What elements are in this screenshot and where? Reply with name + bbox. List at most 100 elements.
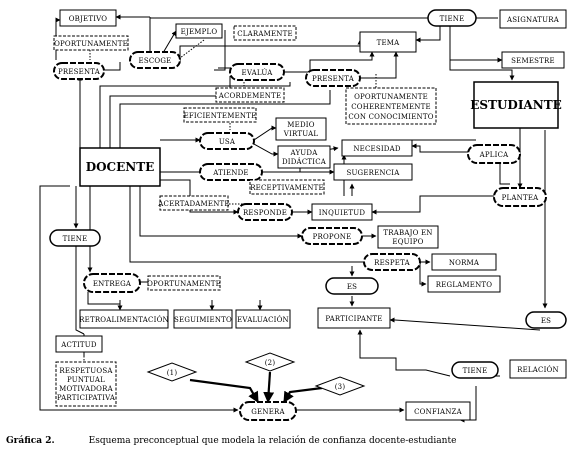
medio-virtual-line-2: VIRTUAL [283,130,319,138]
receptivamente-box [249,179,325,195]
acertadamente-label: ACERTADAMENTE [157,200,229,208]
acertadamente-box [159,195,229,211]
participante-label: PARTICIPANTE [325,315,382,323]
seguimiento-box [173,309,233,329]
norma-label: NORMA [449,259,480,267]
norma-box [431,253,497,271]
evaluacion-box [235,309,291,329]
diamond-3 [314,376,366,396]
tiene-3-node [451,361,499,379]
relacion-label: RELACIÓN [517,365,559,374]
eficientemente-box [183,107,257,123]
receptivamente-label: RECEPTIVAMENTE [250,184,324,192]
reglamento-box [427,275,501,293]
ayuda-didactica-box [277,145,331,169]
trabajo-equipo-line-2: EQUIPO [392,238,423,246]
acordemente-label: ACORDEMENTE [218,92,282,100]
es-2-node [525,311,567,329]
ayuda-didactica-line-1: AYUDA [290,149,319,157]
aplica-node [467,144,521,164]
entrega-node [83,273,141,293]
sugerencia-label: SUGERENCIA [346,169,400,177]
objetivo-box [59,9,117,27]
aplica-label: APLICA [479,151,510,159]
tema-label: TEMA [377,39,401,47]
relacion-box [509,359,567,379]
presenta-1-label: PRESENTA [58,68,101,76]
medio-virtual-line-1: MEDIO [287,121,314,129]
diamond-1-label: (1) [167,369,178,377]
reglamento-label: REGLAMENTO [436,281,493,289]
plantea-label: PLANTEA [502,194,540,202]
oportunamente-2-label: OPORTUNAMENTE [147,280,221,288]
oport-coherente-line-2: COHERENTEMENTE [351,103,431,111]
inquietud-box [311,203,373,221]
tiene-3-label: TIENE [463,367,488,375]
participante-box [317,307,391,329]
presenta-2-node [305,69,361,87]
sugerencia-box [333,163,413,181]
atiende-node [199,163,263,181]
asignatura-box [499,9,567,29]
caption-text: Esquema preconceptual que modela la rela… [88,436,457,446]
ayuda-didactica-line-2: DIDÁCTICA [282,157,327,166]
seguimiento-label: SEGUIMIENTO [174,316,232,324]
es-1-label: ES [347,283,357,291]
necesidad-box [341,139,413,157]
docente-label: DOCENTE [86,160,155,174]
estudiante-label: ESTUDIANTE [470,98,562,112]
inquietud-label: INQUIETUD [319,209,366,217]
tiene-1-label: TIENE [440,15,465,23]
retroalimentacion-label: RETROALIMENTACIÓN [79,315,169,324]
es-1-node [325,277,379,295]
escoge-node [129,51,181,69]
respeta-node [363,253,421,271]
ejemplo-label: EJEMPLO [181,28,218,36]
confianza-box [405,401,471,421]
actitud-box [55,335,103,353]
escoge-label: ESCOGE [139,57,172,65]
evaluacion-label: EVALUACIÓN [237,315,289,324]
usa-node [199,132,255,150]
eficientemente-label: EFICIENTEMENTE [184,112,257,120]
actitud-item-1: RESPETUOSA [59,367,113,375]
atiende-label: ATIENDE [212,169,248,177]
actitud-item-2: PUNTUAL [67,376,105,384]
diamond-3-label: (3) [335,383,346,391]
tiene-2-label: TIENE [63,235,88,243]
semestre-box [501,51,565,69]
evalua-node [229,63,285,81]
propone-label: PROPONE [313,233,352,241]
plantea-node [493,187,547,207]
diamond-2 [244,352,296,372]
medio-virtual-box [275,117,327,141]
oportunamente-2-box [147,275,221,291]
claramente-box [233,25,297,41]
usa-label: USA [219,138,236,146]
docente-box [79,147,161,187]
acordemente-box [215,87,285,103]
actitud-item-4: PARTICIPATIVA [57,394,116,402]
actitud-item-3: MOTIVADORA [59,385,113,393]
trabajo-equipo-box [377,225,439,249]
semestre-label: SEMESTRE [511,57,555,65]
necesidad-label: NECESIDAD [353,145,401,153]
confianza-label: CONFIANZA [414,408,462,416]
ejemplo-box [175,23,223,39]
tiene-1-node [427,9,477,27]
claramente-label: CLARAMENTE [237,30,293,38]
presenta-1-node [53,62,105,80]
tiene-2-node [49,229,101,247]
caption-label: Gráfica 2. [6,436,55,446]
diamond-1 [146,362,198,382]
presenta-2-label: PRESENTA [312,75,355,83]
responde-node [237,203,293,221]
evalua-label: EVALÚA [242,68,274,77]
oport-coherente-line-1: OPORTUNAMENTE [354,93,428,101]
oport-coherente-line-3: CON CONOCIMIENTO [348,113,433,121]
tema-box [359,31,417,53]
diamond-2-label: (2) [265,359,276,367]
es-2-label: ES [541,317,551,325]
actitud-list-box [55,361,117,407]
